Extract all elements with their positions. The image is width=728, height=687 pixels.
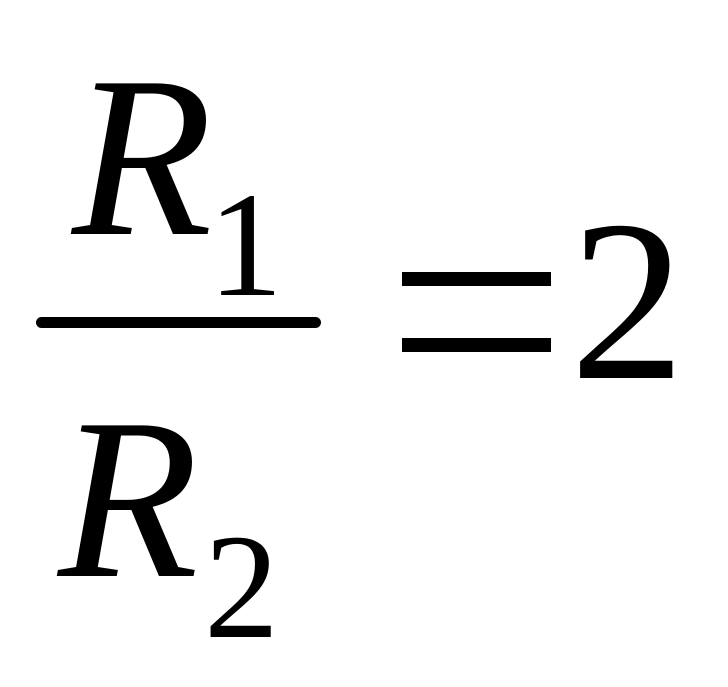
denominator-variable: R bbox=[58, 371, 199, 626]
numerator-variable: R bbox=[72, 29, 213, 284]
denominator-subscript: 2 bbox=[204, 504, 279, 670]
equals-bottom-bar bbox=[402, 338, 551, 352]
equals-sign bbox=[402, 272, 551, 352]
equals-top-bar bbox=[402, 272, 551, 286]
numerator-subscript: 1 bbox=[208, 162, 283, 328]
fraction-bar bbox=[36, 317, 321, 328]
right-hand-value: 2 bbox=[570, 173, 685, 428]
